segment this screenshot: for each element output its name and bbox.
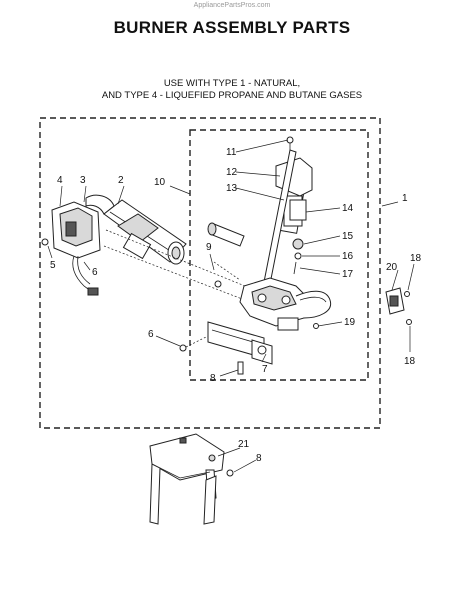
callout-13: 13 (226, 183, 238, 194)
mounting-plate (179, 321, 273, 375)
coil-14 (289, 199, 307, 221)
callout-9: 9 (206, 242, 212, 253)
igniter-connector (87, 287, 99, 296)
callout-6-lower: 6 (148, 329, 154, 340)
gas-valve-assembly (207, 136, 332, 331)
fitting-9 (214, 280, 222, 288)
callout-4: 4 (57, 175, 63, 186)
spring-16 (294, 252, 302, 260)
callout-6-left: 6 (92, 267, 98, 278)
callout-11: 11 (226, 147, 237, 158)
callout-16: 16 (342, 251, 354, 262)
callout-21: 21 (238, 439, 250, 450)
screw-6b (179, 344, 187, 352)
screw-5 (41, 238, 49, 246)
callout-18-bottom: 18 (404, 356, 416, 367)
subtitle-line-2: AND TYPE 4 - LIQUEFIED PROPANE AND BUTAN… (101, 90, 363, 101)
callout-7: 7 (262, 364, 268, 375)
screw-8b (226, 469, 234, 477)
washer-15 (292, 238, 304, 250)
burner-bracket-21 (149, 433, 234, 525)
screw-18-bottom (406, 319, 412, 325)
callout-8-center: 8 (210, 373, 216, 384)
page-title: BURNER ASSEMBLY PARTS (113, 18, 351, 37)
inner-assembly-boundary (189, 129, 369, 381)
screw-19 (313, 323, 319, 329)
callout-17: 17 (342, 269, 354, 280)
callout-19: 19 (344, 317, 356, 328)
callout-3: 3 (80, 175, 86, 186)
callout-18-top: 18 (410, 253, 422, 264)
callout-14: 14 (342, 203, 354, 214)
callout-5: 5 (50, 260, 56, 271)
callout-10: 10 (154, 177, 166, 188)
callout-8-lower: 8 (256, 453, 262, 464)
outer-assembly-boundary (39, 117, 381, 429)
callout-1: 1 (402, 193, 408, 204)
burner-tube (103, 199, 187, 265)
igniter-bracket (41, 194, 115, 296)
subtitle-line-1: USE WITH TYPE 1 - NATURAL, (163, 78, 301, 89)
callout-12: 12 (226, 167, 238, 178)
screw-8a (237, 361, 244, 375)
watermark: AppliancePartsPros.com (193, 2, 271, 9)
callout-20: 20 (386, 262, 398, 273)
callout-15: 15 (342, 231, 354, 242)
callout-2: 2 (118, 175, 124, 186)
screw-18-top (404, 291, 410, 297)
bracket-20 (385, 287, 412, 325)
